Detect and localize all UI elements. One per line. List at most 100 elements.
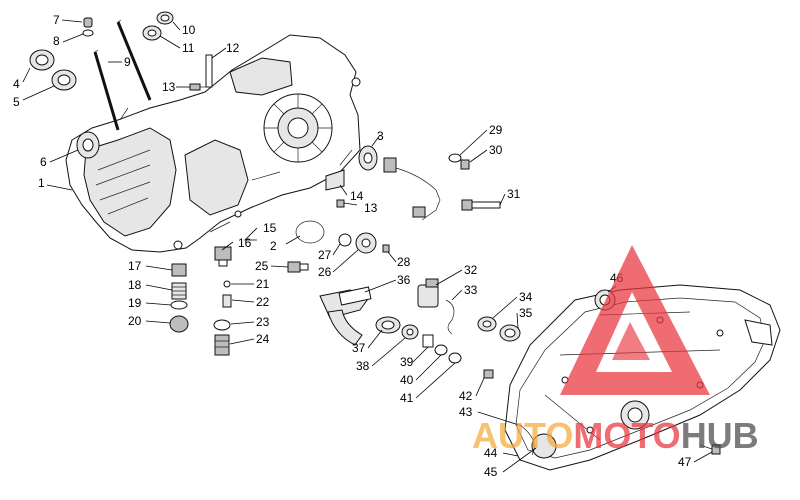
- washer-29: [448, 153, 462, 163]
- bearing-4: [29, 49, 55, 71]
- callout-34: 34: [519, 290, 533, 304]
- bolt-28: [382, 244, 390, 253]
- bearing-35: [499, 324, 521, 342]
- callout-40: 40: [400, 373, 414, 387]
- callout-26: 26: [318, 265, 332, 279]
- callout-35: 35: [519, 306, 533, 320]
- drain-plug-17: [171, 263, 187, 277]
- seal-5: [51, 69, 77, 91]
- callout-7: 7: [53, 13, 60, 27]
- callout-1: 1: [38, 176, 45, 190]
- bolt-47: [699, 444, 721, 455]
- callout-3: 3: [377, 129, 384, 143]
- callout-45: 45: [484, 465, 498, 479]
- callout-37: 37: [352, 341, 366, 355]
- callout-19: 19: [128, 296, 142, 310]
- washer-23: [213, 319, 231, 331]
- brand-moto: MOTO: [573, 415, 680, 456]
- callout-11: 11: [182, 41, 195, 55]
- bushing-39: [422, 334, 434, 348]
- callout-9: 9: [124, 55, 131, 69]
- callout-8: 8: [53, 34, 60, 48]
- callout-38: 38: [356, 359, 370, 373]
- brand-hub: HUB: [681, 415, 759, 456]
- spring-22: [222, 294, 232, 308]
- washer-8: [82, 29, 94, 37]
- callout-21: 21: [256, 277, 270, 291]
- washer-41: [448, 352, 462, 364]
- washer-40: [434, 344, 448, 356]
- callout-44: 44: [484, 446, 498, 460]
- callout-15: 15: [263, 221, 277, 235]
- callout-31: 31: [507, 187, 521, 201]
- ball-21: [223, 280, 231, 288]
- callout-16: 16: [238, 236, 252, 250]
- callout-18: 18: [128, 278, 142, 292]
- gear-26: [355, 232, 377, 254]
- callout-25: 25: [255, 259, 269, 273]
- callout-33: 33: [464, 283, 478, 297]
- callout-42: 42: [459, 389, 473, 403]
- bolt-13-lower: [336, 199, 345, 208]
- watermark-logo: AUTOMOTOHUB: [472, 245, 759, 456]
- callout-4: 4: [13, 77, 20, 91]
- spring-37: [375, 316, 401, 334]
- callout-13a: 13: [162, 80, 176, 94]
- brand-auto: AUTO: [472, 415, 573, 456]
- oring-2: [295, 220, 325, 244]
- seal-34: [477, 316, 497, 332]
- bolt-42: [483, 369, 494, 379]
- cap-20: [169, 315, 189, 333]
- spring-18: [171, 282, 187, 300]
- ratchet-32: [417, 278, 439, 308]
- callout-32: 32: [464, 263, 478, 277]
- callout-20: 20: [128, 314, 142, 328]
- seal-10: [156, 11, 174, 25]
- callout-22: 22: [256, 295, 270, 309]
- watermark-triangle: [560, 245, 710, 395]
- callout-30: 30: [489, 143, 503, 157]
- plate-14: [325, 169, 345, 191]
- bolt-30: [460, 159, 470, 170]
- callout-12: 12: [226, 41, 240, 55]
- callout-13b: 13: [364, 201, 378, 215]
- sensor-cable: [383, 157, 441, 221]
- callout-43: 43: [459, 405, 473, 419]
- seal-6: [76, 131, 100, 159]
- left-crankcase: [65, 34, 361, 253]
- stud-bolts: [93, 19, 152, 131]
- callout-5: 5: [13, 95, 20, 109]
- bolt-31: [461, 199, 501, 211]
- callout-39: 39: [400, 355, 414, 369]
- bolt-25: [287, 261, 309, 273]
- gasket-43: [519, 424, 535, 456]
- seal-11: [142, 25, 162, 41]
- callout-36: 36: [397, 273, 411, 287]
- clip-33: [445, 299, 455, 335]
- plug-24: [214, 334, 230, 356]
- callout-24: 24: [256, 332, 270, 346]
- watermark-triangle-inner: [612, 322, 650, 360]
- leader-lines: [22, 19, 713, 473]
- bolt-7: [83, 17, 93, 28]
- screen-19: [170, 300, 188, 310]
- callout-17: 17: [128, 259, 142, 273]
- callout-29: 29: [489, 123, 503, 137]
- seal-3: [358, 145, 378, 171]
- callout-23: 23: [256, 315, 270, 329]
- callout-14: 14: [350, 189, 364, 203]
- callout-47: 47: [678, 455, 692, 469]
- dowel-12: [205, 54, 213, 88]
- callout-28: 28: [397, 255, 411, 269]
- callout-41: 41: [400, 391, 414, 405]
- callout-2: 2: [270, 239, 277, 253]
- callout-10: 10: [182, 23, 196, 37]
- callout-6: 6: [40, 155, 47, 169]
- washer-27: [338, 233, 352, 247]
- svg-text:AUTOMOTOHUB: AUTOMOTOHUB: [472, 415, 759, 456]
- guide-38: [401, 324, 419, 340]
- plug-16: [214, 246, 232, 267]
- kick-shaft-36: [319, 286, 372, 346]
